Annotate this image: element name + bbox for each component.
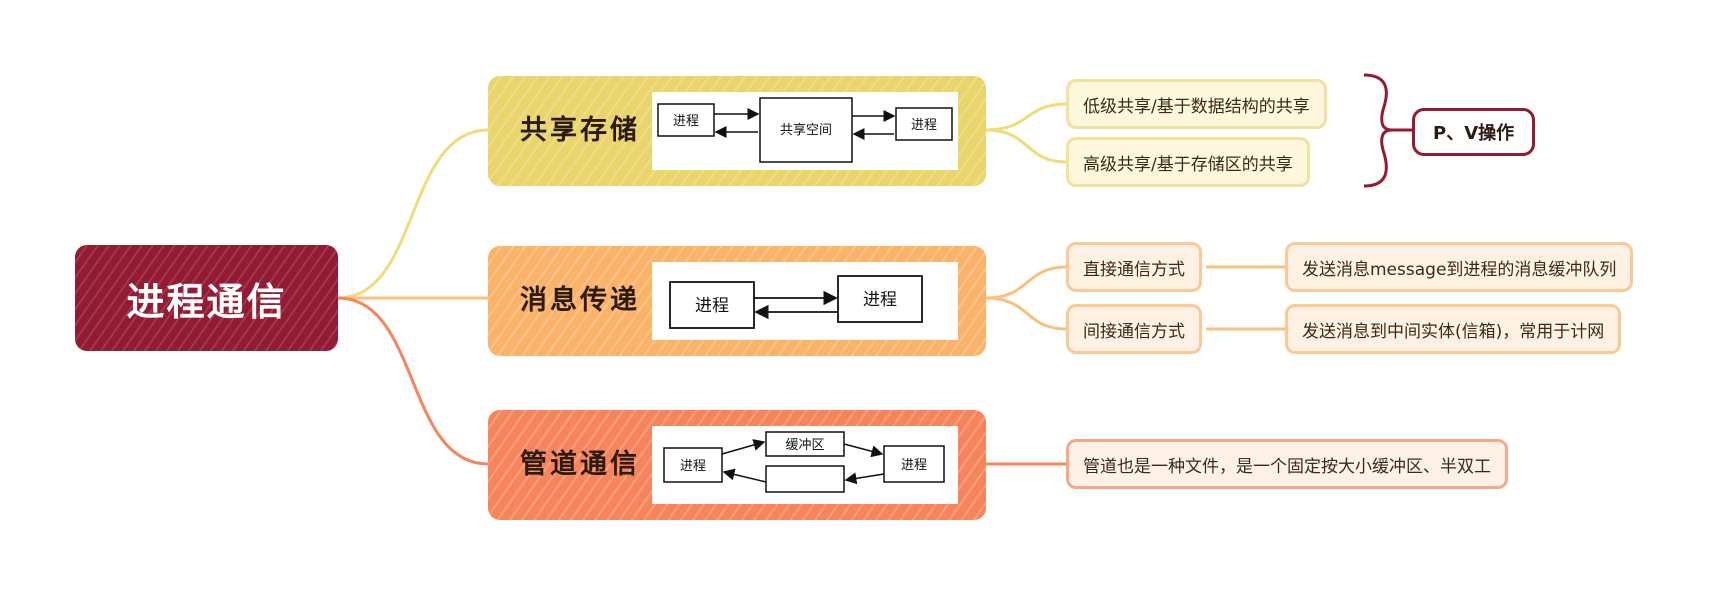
shared-right-process: 进程 bbox=[911, 118, 937, 133]
leaf-low-level-sharing-label: 低级共享/基于数据结构的共享 bbox=[1083, 96, 1310, 117]
summary-bracket bbox=[1363, 73, 1393, 188]
shared-left-process: 进程 bbox=[673, 114, 699, 129]
arrow-buffer-to-right bbox=[843, 443, 884, 458]
pipe-illustration: 进程 缓冲区 进程 bbox=[652, 426, 958, 504]
detail-indirect-communication-label: 发送消息到中间实体(信箱)，常用于计网 bbox=[1302, 321, 1605, 342]
pipe-buffer-box: 缓冲区 bbox=[785, 438, 824, 453]
branch-pipe-communication-label: 管道通信 bbox=[520, 449, 640, 480]
link-message-child-2 bbox=[985, 296, 1067, 331]
leaf-high-level-sharing-label: 高级共享/基于存储区的共享 bbox=[1083, 154, 1293, 175]
leaf-pipe-description[interactable]: 管道也是一种文件，是一个固定按大小缓冲区、半双工 bbox=[1066, 439, 1508, 489]
pipe-left-process: 进程 bbox=[680, 459, 706, 474]
leaf-high-level-sharing[interactable]: 高级共享/基于存储区的共享 bbox=[1066, 137, 1310, 187]
shared-space-box: 共享空间 bbox=[780, 122, 832, 138]
root-label: 进程通信 bbox=[126, 279, 287, 324]
pipe-empty-box bbox=[765, 465, 845, 493]
leaf-direct-communication[interactable]: 直接通信方式 bbox=[1066, 242, 1202, 292]
branch-pipe-communication[interactable]: 管道通信 进程 缓冲区 进程 bbox=[488, 410, 986, 520]
summary-pv-operation[interactable]: P、V操作 bbox=[1412, 108, 1536, 156]
branch-message-passing-label: 消息传递 bbox=[520, 285, 640, 316]
leaf-indirect-communication[interactable]: 间接通信方式 bbox=[1066, 304, 1202, 354]
pipe-right-process: 进程 bbox=[901, 458, 927, 473]
branch-shared-storage[interactable]: 共享存储 进程 共享空间 进程 bbox=[488, 76, 986, 186]
message-passing-illustration: 进程 进程 bbox=[652, 262, 958, 340]
leaf-low-level-sharing[interactable]: 低级共享/基于数据结构的共享 bbox=[1066, 79, 1327, 129]
root-node[interactable]: 进程通信 bbox=[75, 245, 338, 351]
link-root-shared bbox=[337, 128, 489, 300]
arrow-right-to-empty bbox=[844, 472, 885, 485]
shared-storage-illustration: 进程 共享空间 进程 bbox=[652, 92, 958, 170]
leaf-indirect-communication-label: 间接通信方式 bbox=[1083, 321, 1185, 342]
link-root-pipe bbox=[337, 296, 489, 466]
summary-pv-label: P、V操作 bbox=[1433, 123, 1515, 144]
message-right-process: 进程 bbox=[863, 290, 897, 310]
branch-message-passing[interactable]: 消息传递 进程 进程 bbox=[488, 246, 986, 356]
link-message-child-1 bbox=[985, 265, 1067, 300]
leaf-direct-communication-label: 直接通信方式 bbox=[1083, 259, 1185, 280]
message-left-process: 进程 bbox=[695, 296, 729, 316]
detail-direct-communication-label: 发送消息message到进程的消息缓冲队列 bbox=[1302, 259, 1617, 280]
link-shared-child-1 bbox=[985, 102, 1067, 132]
arrow-empty-to-left bbox=[722, 468, 767, 483]
leaf-pipe-description-label: 管道也是一种文件，是一个固定按大小缓冲区、半双工 bbox=[1083, 456, 1491, 477]
detail-direct-communication[interactable]: 发送消息message到进程的消息缓冲队列 bbox=[1285, 242, 1634, 292]
link-shared-child-2 bbox=[985, 128, 1067, 164]
branch-shared-storage-label: 共享存储 bbox=[520, 115, 640, 146]
detail-indirect-communication[interactable]: 发送消息到中间实体(信箱)，常用于计网 bbox=[1285, 304, 1622, 354]
arrow-left-to-buffer bbox=[721, 439, 766, 455]
